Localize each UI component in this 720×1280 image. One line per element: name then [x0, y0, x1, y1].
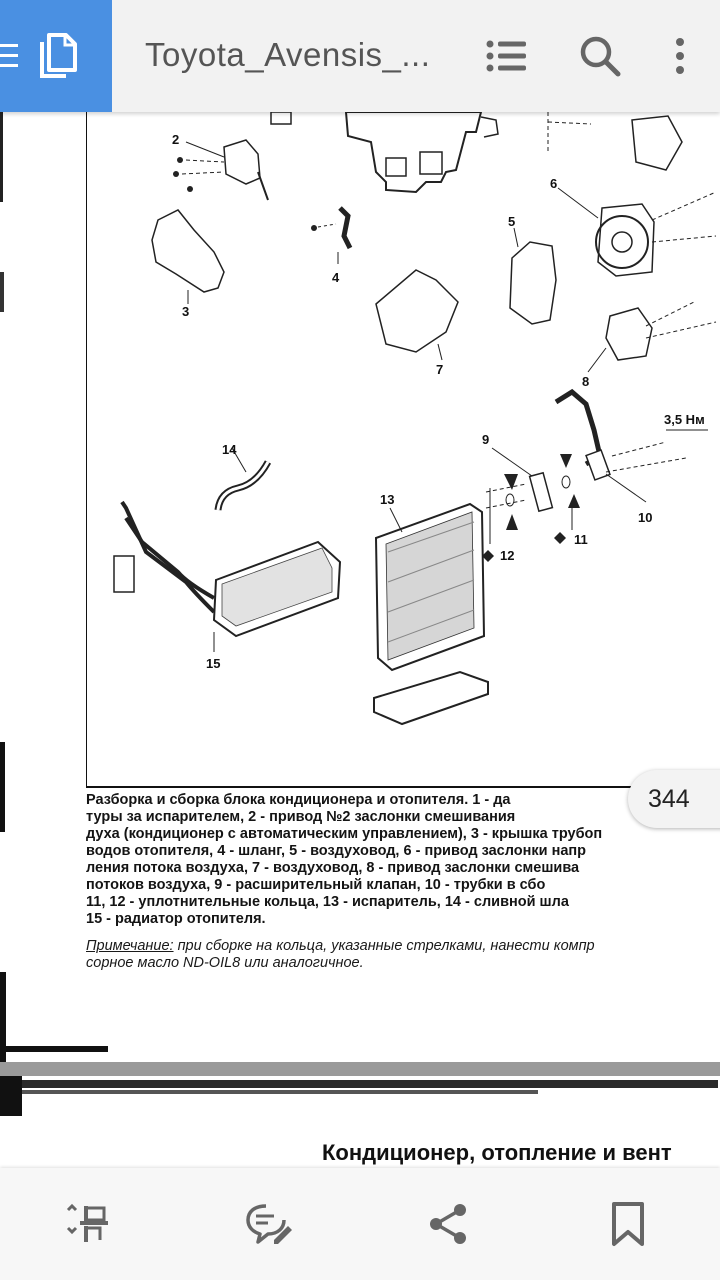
fit-width-icon[interactable] — [64, 1200, 112, 1248]
figure-caption: Разборка и сборка блока кондиционера и о… — [86, 792, 720, 928]
callout-14: 14 — [222, 442, 237, 457]
callout-6: 6 — [550, 176, 557, 191]
navigation-button[interactable] — [0, 0, 112, 112]
caption-line: 15 - радиатор отопителя. — [86, 911, 266, 927]
menu-icon — [0, 44, 18, 67]
exploded-diagram: 2 4 3 5 6 7 8 3,5 Нм 9 14 13 10 11 12 15 — [86, 112, 720, 788]
document-title: Toyota_Avensis_... — [145, 36, 431, 73]
callout-8: 8 — [582, 374, 589, 389]
pdf-page-view[interactable]: 2 4 3 5 6 7 8 3,5 Нм 9 14 13 10 11 12 15… — [0, 112, 720, 1168]
callout-11: 11 — [574, 532, 588, 547]
comment-edit-icon[interactable] — [244, 1200, 292, 1248]
caption-line: духа (кондиционер с автоматическим управ… — [86, 826, 603, 842]
search-icon[interactable] — [578, 34, 622, 78]
caption-line: 11, 12 - уплотнительные кольца, 13 - исп… — [86, 894, 569, 910]
callout-4: 4 — [332, 270, 340, 285]
callout-15: 15 — [206, 656, 220, 671]
next-page — [0, 1076, 720, 1168]
torque-label: 3,5 Нм — [664, 412, 705, 427]
outline-list-icon[interactable] — [484, 34, 528, 78]
callout-3: 3 — [182, 304, 189, 319]
callout-7: 7 — [436, 362, 443, 377]
bottom-toolbar — [0, 1168, 720, 1280]
document-icon — [40, 33, 77, 78]
more-vert-icon[interactable] — [658, 34, 702, 78]
callout-10: 10 — [638, 510, 652, 525]
callout-9: 9 — [482, 432, 489, 447]
caption-line: Разборка и сборка блока кондиционера и о… — [86, 792, 511, 808]
note-text: сорное масло ND-OIL8 или аналогичное. — [86, 955, 364, 971]
scan-artifact — [0, 1076, 718, 1116]
caption-note: Примечание: при сборке на кольца, указан… — [86, 938, 720, 972]
callout-5: 5 — [508, 214, 515, 229]
bookmark-icon[interactable] — [604, 1200, 652, 1248]
caption-line: туры за испарителем, 2 - привод №2 засло… — [86, 809, 516, 825]
callout-12: 12 — [500, 548, 514, 563]
page-number-badge[interactable]: 344 — [628, 770, 720, 828]
caption-line: водов отопителя, 4 - шланг, 5 - воздухов… — [86, 843, 587, 859]
section-title: Кондиционер, отопление и вент — [322, 1140, 672, 1165]
note-label: Примечание: — [86, 938, 174, 954]
callout-13: 13 — [380, 492, 394, 507]
caption-line: ления потока воздуха, 7 - воздуховод, 8 … — [86, 860, 580, 876]
top-app-bar: Toyota_Avensis_... — [0, 0, 720, 112]
note-text: при сборке на кольца, указанные стрелкам… — [177, 938, 595, 954]
page-separator — [0, 1062, 720, 1076]
share-icon[interactable] — [424, 1200, 472, 1248]
caption-line: потоков воздуха, 9 - расширительный клап… — [86, 877, 546, 893]
scan-artifact — [0, 1002, 108, 1062]
callout-2: 2 — [172, 132, 179, 147]
